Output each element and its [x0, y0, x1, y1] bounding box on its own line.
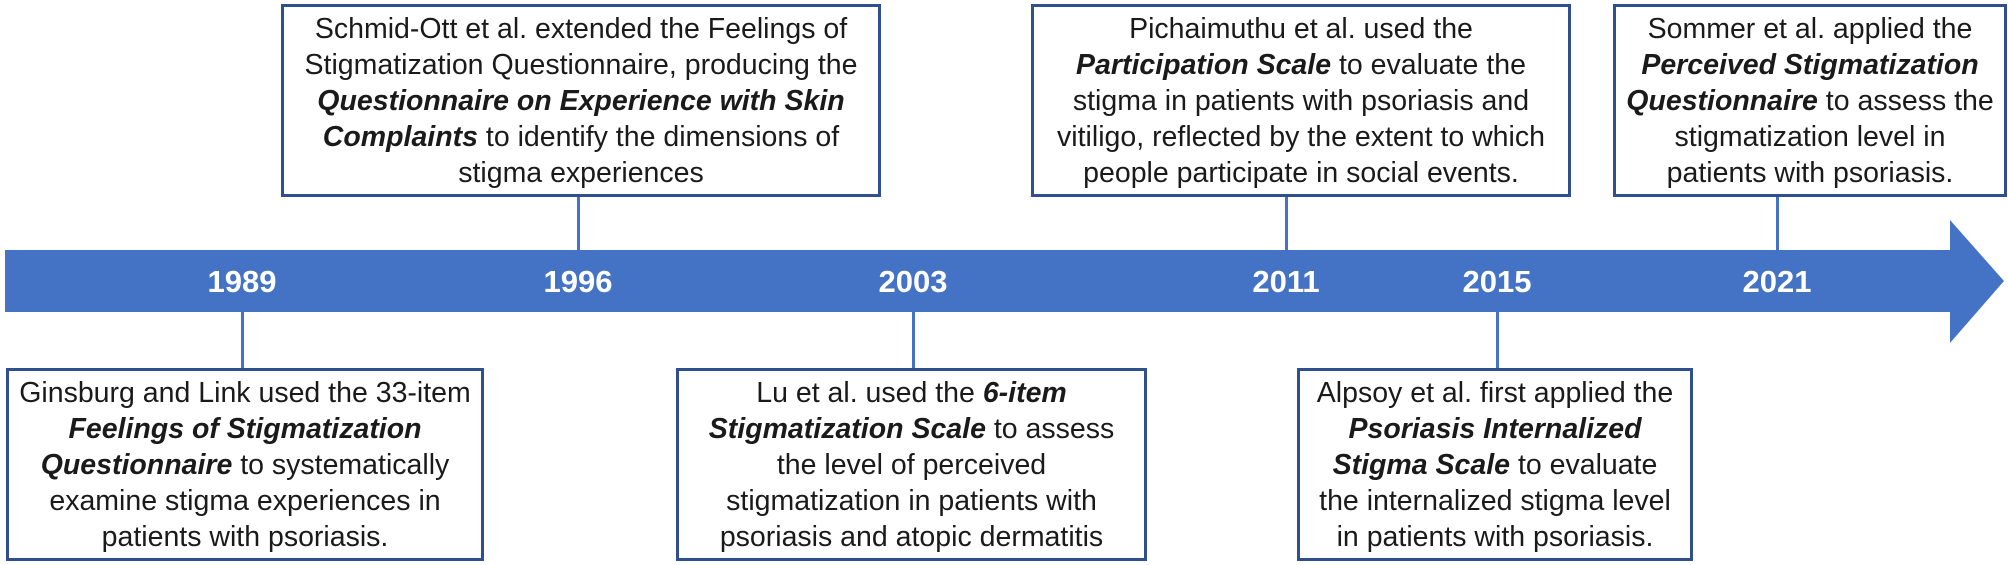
event-text-segment: Sommer et al. applied the [1647, 12, 1973, 45]
connector-2021 [1776, 197, 1779, 250]
year-label-2015: 2015 [1462, 264, 1532, 299]
event-scale-name: 6-item Stigmatization Scale [708, 376, 1067, 445]
event-text-segment: to identify the dimensions of stigma exp… [458, 120, 840, 189]
year-label-1989: 1989 [207, 264, 277, 299]
event-text-1996: Schmid-Ott et al. extended the Feelings … [294, 11, 868, 191]
timeline-arrow-shape [5, 220, 2004, 343]
event-box-2021: Sommer et al. applied the Perceived Stig… [1613, 4, 2007, 197]
year-label-2011: 2011 [1252, 264, 1320, 299]
event-text-2021: Sommer et al. applied the Perceived Stig… [1626, 11, 1994, 191]
event-text-segment: Pichaimuthu et al. used the [1129, 12, 1473, 45]
event-box-2015: Alpsoy et al. first applied the Psoriasi… [1297, 368, 1693, 561]
event-box-2003: Lu et al. used the 6-item Stigmatization… [676, 368, 1147, 561]
event-box-1996: Schmid-Ott et al. extended the Feelings … [281, 4, 881, 197]
event-text-segment: to evaluate the stigma in patients with … [1057, 48, 1545, 189]
event-text-2015: Alpsoy et al. first applied the Psoriasi… [1310, 375, 1680, 555]
event-text-segment: to assess the level of perceived stigmat… [719, 412, 1115, 553]
event-text-segment: Alpsoy et al. first applied the [1316, 376, 1674, 409]
connector-1989 [241, 312, 244, 368]
event-scale-name: Participation Scale [1076, 48, 1332, 81]
connector-2003 [912, 312, 915, 368]
event-scale-name: Psoriasis Internalized Stigma Scale [1332, 412, 1642, 481]
connector-2011 [1285, 197, 1288, 250]
event-scale-name: Questionnaire on Experience with Skin Co… [317, 84, 845, 153]
event-text-segment: Schmid-Ott et al. extended the Feelings … [304, 12, 858, 81]
event-text-segment: to evaluate the internalized stigma leve… [1319, 448, 1671, 553]
event-box-2011: Pichaimuthu et al. used the Participatio… [1031, 4, 1571, 197]
year-label-2003: 2003 [878, 264, 948, 299]
event-text-2011: Pichaimuthu et al. used the Participatio… [1044, 11, 1558, 191]
event-text-segment: to assess the stigmatization level in pa… [1666, 84, 1994, 189]
event-scale-name: Perceived Stigmatization Questionnaire [1626, 48, 1979, 117]
event-text-2003: Lu et al. used the 6-item Stigmatization… [689, 375, 1134, 555]
event-scale-name: Feelings of Stigmatization Questionnaire [40, 412, 422, 481]
event-text-segment: Ginsburg and Link used the 33-item [19, 376, 471, 409]
connector-2015 [1496, 312, 1499, 368]
year-label-1996: 1996 [543, 264, 613, 299]
event-text-1989: Ginsburg and Link used the 33-item Feeli… [19, 375, 471, 555]
event-box-1989: Ginsburg and Link used the 33-item Feeli… [6, 368, 484, 561]
year-label-2021: 2021 [1742, 264, 1812, 299]
connector-1996 [577, 197, 580, 250]
event-text-segment: Lu et al. used the [756, 376, 983, 409]
event-text-segment: to systematically examine stigma experie… [49, 448, 450, 553]
